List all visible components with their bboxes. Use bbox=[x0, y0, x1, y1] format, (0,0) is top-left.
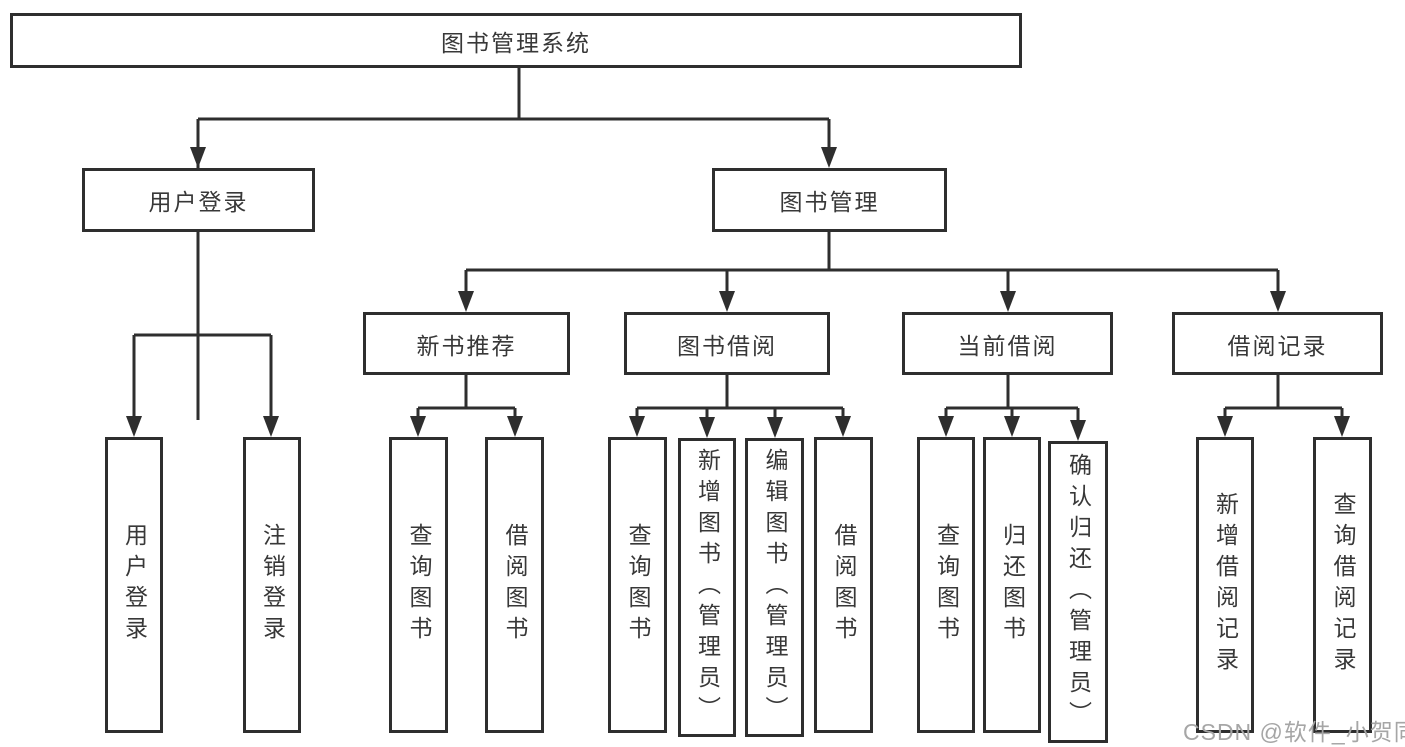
node-label: 图书借阅 bbox=[677, 332, 777, 359]
node-borrowing-records: 借阅记录 bbox=[1172, 312, 1383, 375]
node-label: 注销登录 bbox=[259, 523, 286, 647]
node-label: 借阅图书 bbox=[831, 523, 857, 647]
node-label: 新书推荐 bbox=[416, 332, 517, 359]
node-user-login: 用户登录 bbox=[82, 168, 315, 232]
node-label: 借阅记录 bbox=[1227, 332, 1328, 359]
node-label: 查询图书 bbox=[625, 523, 651, 647]
node-book-management: 图书管理 bbox=[712, 168, 947, 232]
node-label: 归还图书 bbox=[999, 523, 1026, 647]
csdn-watermark: CSDN @软件_小贺同学 bbox=[1183, 719, 1405, 745]
node-label: 借阅图书 bbox=[502, 523, 528, 647]
node-label: 查询图书 bbox=[933, 523, 960, 647]
node-label: 图书管理 bbox=[779, 189, 880, 215]
node-return-books: 归还图书 bbox=[983, 437, 1041, 733]
node-query-books-borrow: 查询图书 bbox=[608, 437, 667, 733]
node-current-borrowing: 当前借阅 bbox=[902, 312, 1113, 375]
node-borrow-books: 借阅图书 bbox=[814, 437, 873, 733]
node-borrow-books-recommend: 借阅图书 bbox=[485, 437, 544, 733]
node-label: 新增借阅记录 bbox=[1212, 492, 1239, 678]
node-label: 当前借阅 bbox=[957, 332, 1058, 359]
node-book-borrowing: 图书借阅 bbox=[624, 312, 830, 375]
node-user-login-leaf: 用户登录 bbox=[105, 437, 163, 733]
node-label: 用户登录 bbox=[121, 523, 148, 647]
node-label: 用户登录 bbox=[148, 189, 249, 215]
node-label: 查询借阅记录 bbox=[1330, 492, 1356, 678]
node-label: 查询图书 bbox=[406, 523, 432, 647]
node-label: 确认归还（管理员） bbox=[1065, 452, 1092, 732]
node-logout: 注销登录 bbox=[243, 437, 301, 733]
node-edit-books-admin: 编辑图书（管理员） bbox=[745, 438, 804, 737]
node-new-book-recommendation: 新书推荐 bbox=[363, 312, 570, 375]
node-add-books-admin: 新增图书（管理员） bbox=[678, 438, 736, 737]
node-library-management-system: 图书管理系统 bbox=[10, 13, 1022, 68]
node-query-borrow-record: 查询借阅记录 bbox=[1313, 437, 1372, 733]
node-label: 图书管理系统 bbox=[441, 29, 591, 56]
node-label: 新增图书（管理员） bbox=[694, 448, 721, 727]
node-add-borrow-record: 新增借阅记录 bbox=[1196, 437, 1254, 733]
node-confirm-return-admin: 确认归还（管理员） bbox=[1048, 441, 1108, 743]
node-label: 编辑图书（管理员） bbox=[762, 448, 788, 727]
node-query-books-current: 查询图书 bbox=[917, 437, 975, 733]
node-query-books-recommend: 查询图书 bbox=[389, 437, 448, 733]
